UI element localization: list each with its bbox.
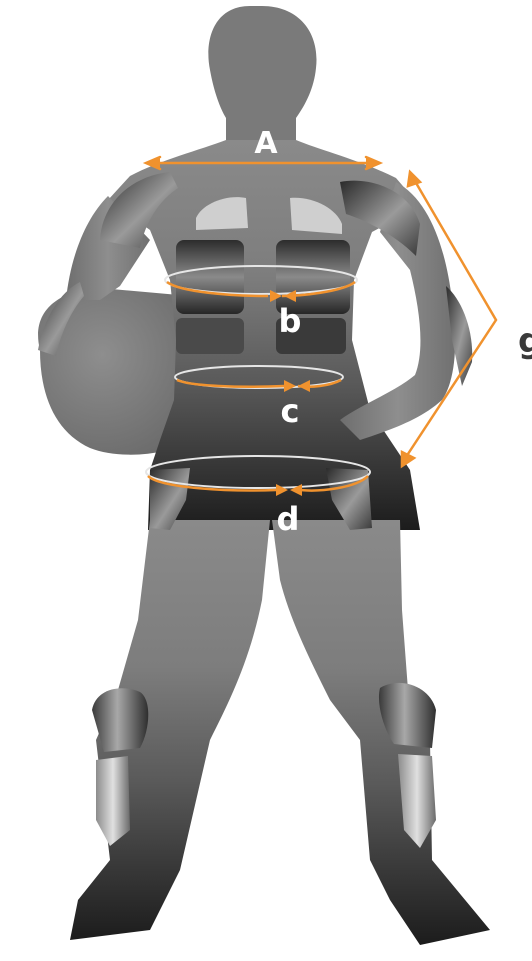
shoulder-label: A [254, 126, 278, 161]
waist-label: c [281, 392, 300, 430]
left-shin-guard [96, 756, 130, 846]
chest-label: b [279, 302, 302, 340]
hips-label: d [277, 500, 300, 538]
back-plate-lower-left [176, 318, 244, 354]
right-leg [272, 520, 490, 945]
torso-length-label: g [518, 321, 532, 361]
back-plate-upper-left [176, 240, 244, 314]
